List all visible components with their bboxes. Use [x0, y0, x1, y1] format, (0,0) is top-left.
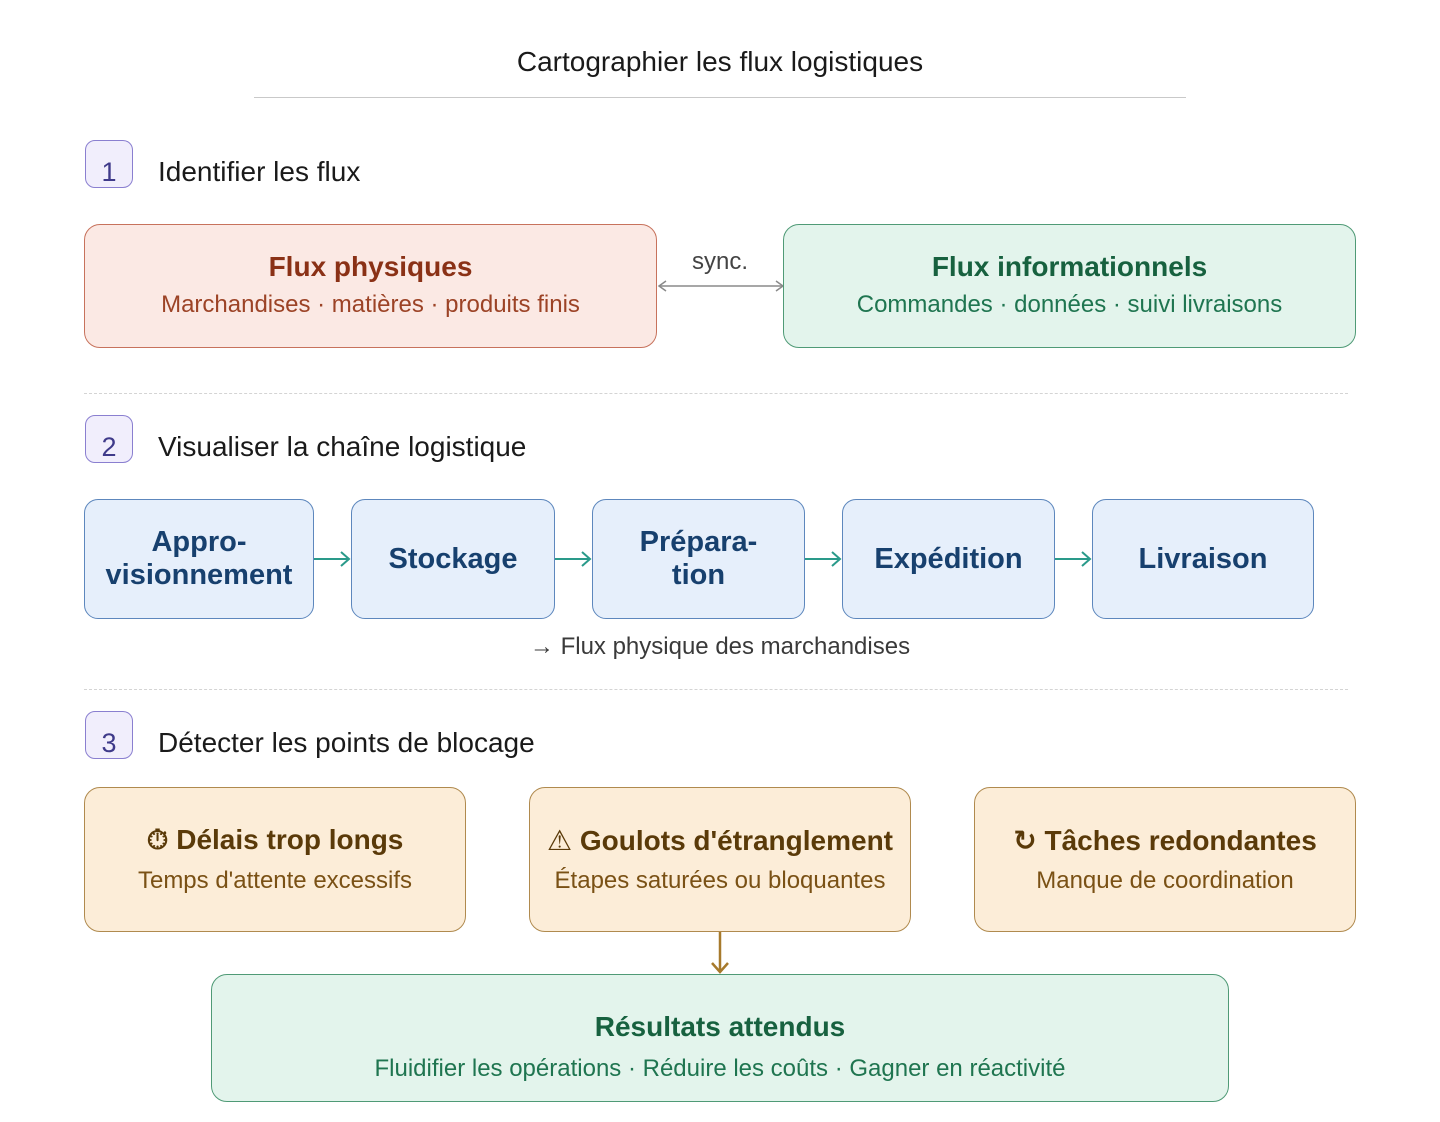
expected-results-subtitle: Fluidifier les opérations · Réduire les …	[374, 1055, 1066, 1082]
information-flow-subtitle: Commandes · données · suivi livraisons	[856, 291, 1283, 318]
blocker-subtitle: Temps d'attente excessifs	[137, 867, 413, 894]
chain-stage-label: Livraison	[1138, 542, 1268, 575]
physical-flow-title: Flux physiques	[268, 251, 473, 282]
stopwatch-icon: ⏱	[146, 824, 169, 855]
chain-arrows	[314, 551, 1092, 567]
blocker-title: Goulots d'étranglement	[579, 825, 894, 856]
chain-stage-label: tion	[671, 559, 726, 591]
chain-arrow-1	[314, 551, 351, 567]
result-arrow	[711, 932, 729, 974]
expected-results-title: Résultats attendus	[594, 1011, 846, 1042]
information-flow-title: Flux informationnels	[931, 251, 1208, 282]
blocker-card-delays: ⏱ Délais trop longs Temps d'attente exce…	[84, 787, 466, 932]
expected-results-box: Résultats attendus Fluidifier les opérat…	[211, 974, 1229, 1102]
step-1-title: Identifier les flux	[158, 156, 361, 187]
blocker-card-bottlenecks: ⚠ Goulots d'étranglement Étapes saturées…	[529, 787, 911, 932]
chain-stage-livraison: Livraison	[1092, 499, 1314, 619]
chain-stage-expedition: Expédition	[842, 499, 1055, 619]
chain-stage-stockage: Stockage	[351, 499, 555, 619]
chain-arrow-4	[1055, 551, 1092, 567]
chain-arrow-3	[805, 551, 842, 567]
blocker-title: Délais trop longs	[176, 824, 404, 855]
sync-label: sync.	[691, 248, 748, 275]
chain-stage-label: Appro-	[151, 526, 247, 558]
chain-arrow-2	[555, 551, 592, 567]
chain-stage-label: Expédition	[874, 542, 1023, 575]
step-3-badge: 3	[85, 711, 133, 759]
information-flow-box: Flux informationnels Commandes · données…	[783, 224, 1356, 348]
chain-stage-preparation: Prépara-tion	[592, 499, 805, 619]
section-divider-2	[84, 689, 1348, 690]
chain-caption: → Flux physique des marchandises	[529, 633, 911, 660]
diagram-title: Cartographier les flux logistiques	[516, 46, 924, 77]
step-3-title: Détecter les points de blocage	[158, 727, 535, 758]
chain-stage-label: visionnement	[105, 559, 293, 591]
chain-stage-label: Prépara-	[639, 526, 758, 558]
title-divider	[254, 97, 1186, 98]
warning-icon: ⚠	[546, 825, 573, 856]
step-1-badge: 1	[85, 140, 133, 188]
blocker-subtitle: Étapes saturées ou bloquantes	[554, 867, 886, 894]
chain-stage-approvisionnement: Appro-visionnement	[84, 499, 314, 619]
sync-arrow	[657, 280, 785, 292]
blocker-subtitle: Manque de coordination	[1036, 867, 1294, 894]
physical-flow-subtitle: Marchandises · matières · produits finis	[161, 291, 580, 318]
chain-stage-label: Stockage	[388, 542, 518, 575]
step-2-badge: 2	[85, 415, 133, 463]
refresh-icon: ↻	[1013, 825, 1037, 856]
section-divider-1	[84, 393, 1348, 394]
step-2-title: Visualiser la chaîne logistique	[158, 431, 527, 462]
blocker-title: Tâches redondantes	[1044, 825, 1317, 856]
physical-flow-box: Flux physiques Marchandises · matières ·…	[84, 224, 657, 348]
blocker-card-redundant: ↻ Tâches redondantes Manque de coordinat…	[974, 787, 1356, 932]
